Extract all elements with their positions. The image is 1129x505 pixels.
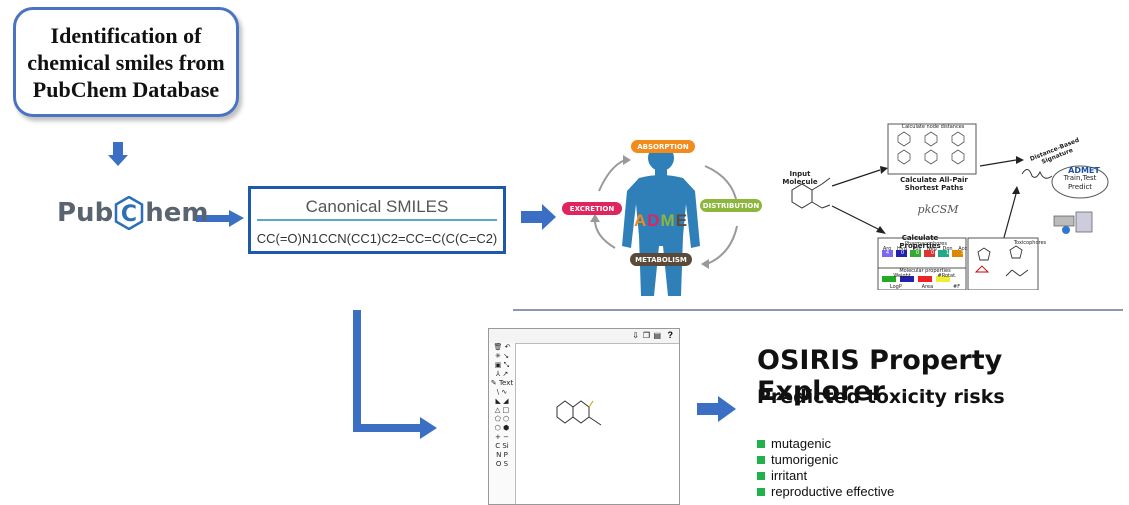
green-square-icon (757, 456, 765, 464)
chain-icon[interactable]: ⅄ ↗ (495, 370, 509, 378)
pubchem-logo: Pub C hem (57, 196, 208, 230)
pharmacophore-swatches (882, 250, 963, 282)
wedge-icon[interactable]: ◣ ◢ (495, 397, 509, 405)
risk-item: reproductive effective (757, 484, 894, 500)
select-icon[interactable]: ✳ ↘ (495, 352, 509, 360)
all-pair-subtitle: Calculate node distances (901, 124, 965, 130)
green-square-icon (757, 472, 765, 480)
all-pair-box (887, 123, 977, 175)
osiris-subtitle: Predicted toxicity risks (757, 386, 1005, 408)
pubchem-logo-center: C (121, 202, 137, 227)
atom-n-p[interactable]: N P (496, 451, 508, 459)
arrow-editor-to-osiris (697, 396, 736, 422)
molecule-grid-icon (897, 131, 965, 165)
train-cloud (1051, 165, 1109, 199)
ring3-icon[interactable]: △ □ (494, 406, 510, 414)
ring5-icon[interactable]: ⬠ ⬡ (494, 415, 510, 423)
risk-item: tumorigenic (757, 452, 894, 468)
identification-text: Identification of chemical smiles from P… (27, 22, 225, 102)
drawn-molecule (556, 400, 602, 426)
input-molecule-label: Input Molecule (782, 170, 818, 186)
risk-item: mutagenic (757, 436, 894, 452)
smiles-value: CC(=O)N1CCN(CC1)C2=CC=C(C(C=C2) (256, 231, 498, 246)
pharmacophores-label: Pharmacophores (905, 241, 947, 247)
elbow-arrow (353, 310, 437, 439)
server-icon (1053, 211, 1093, 234)
lasso-icon[interactable]: ▣ ⤡ (494, 361, 510, 369)
editor-tool-palette: 🗑 ↶ ✳ ↘ ▣ ⤡ ⅄ ↗ ✎ Text \ ∿ ◣ ◢ △ □ ⬠ ⬡ ⬡… (489, 343, 516, 504)
pkcsm-logo: pkCSM (917, 203, 959, 216)
molecule-editor[interactable]: ⇩ ❐ ▤ ? 🗑 ↶ ✳ ↘ ▣ ⤡ ⅄ ↗ ✎ Text \ ∿ ◣ ◢ △… (488, 328, 680, 505)
arrow-pubchem-to-smiles (196, 210, 244, 227)
metabolism-label: METABOLISM (630, 253, 692, 266)
cycle-arrow-left (598, 159, 626, 192)
atom-o-s[interactable]: O S (495, 460, 509, 468)
toxicophores-label: Toxicophores (1013, 240, 1047, 246)
help-icon[interactable]: ? (667, 330, 674, 340)
absorption-label: ABSORPTION (631, 140, 695, 153)
smiles-title: Canonical SMILES (305, 197, 449, 216)
risk-item: irritant (757, 468, 894, 484)
excretion-label: EXCRETION (562, 202, 622, 215)
toxicophore-box (967, 237, 1039, 290)
smiles-divider (257, 219, 497, 221)
toxicity-risk-list: mutagenic tumorigenic irritant reproduct… (757, 436, 894, 500)
pkcsm-workflow (791, 123, 1109, 290)
pubchem-logo-left: Pub (57, 198, 114, 228)
adme-center-label: ADME (634, 211, 689, 230)
osiris-title: OSIRIS Property Explorer (757, 345, 1003, 407)
properties-title: Calculate Properties (899, 234, 941, 250)
pubchem-logo-right: hem (145, 198, 209, 228)
arrow-smiles-to-adme (521, 204, 556, 230)
copy-icon[interactable]: ❐ (642, 331, 650, 340)
download-icon[interactable]: ⇩ (632, 331, 639, 340)
trash-icon[interactable]: 🗑 ↶ (493, 343, 511, 351)
cycle-arrow-right (706, 225, 738, 265)
train-label: Train,Test Predict (1063, 174, 1097, 191)
ring6-icon[interactable]: ⬡ ⬢ (494, 424, 510, 432)
input-molecule-icon (791, 177, 831, 209)
identification-box: Identification of chemical smiles from P… (13, 7, 239, 117)
hexagon-icon: C (114, 196, 144, 230)
text-tool[interactable]: ✎ Text (490, 379, 514, 387)
down-arrow (108, 142, 128, 166)
distribution-label: DISTRIBUTION (700, 199, 762, 212)
all-pair-title: Calculate All-Pair Shortest Paths (900, 176, 968, 192)
molecular-properties-label: Molecular properties (899, 268, 951, 274)
green-square-icon (757, 440, 765, 448)
mol-labels: Weight#Rotat. (893, 273, 957, 279)
atom-c-si[interactable]: C Si (495, 442, 509, 450)
toxicophore-structures (974, 245, 1029, 277)
bond-icon[interactable]: \ ∿ (496, 388, 508, 396)
cycle-arrow-bottom (594, 219, 616, 249)
charge-icon[interactable]: + − (495, 433, 509, 441)
green-square-icon (757, 488, 765, 496)
signature-scribble-icon (1021, 169, 1053, 179)
paste-icon[interactable]: ▤ (653, 331, 661, 340)
admet-label: ADMET (1068, 166, 1100, 175)
editor-toolbar: ⇩ ❐ ▤ ? (489, 329, 679, 344)
smiles-box: Canonical SMILES CC(=O)N1CCN(CC1)C2=CC=C… (248, 186, 506, 254)
